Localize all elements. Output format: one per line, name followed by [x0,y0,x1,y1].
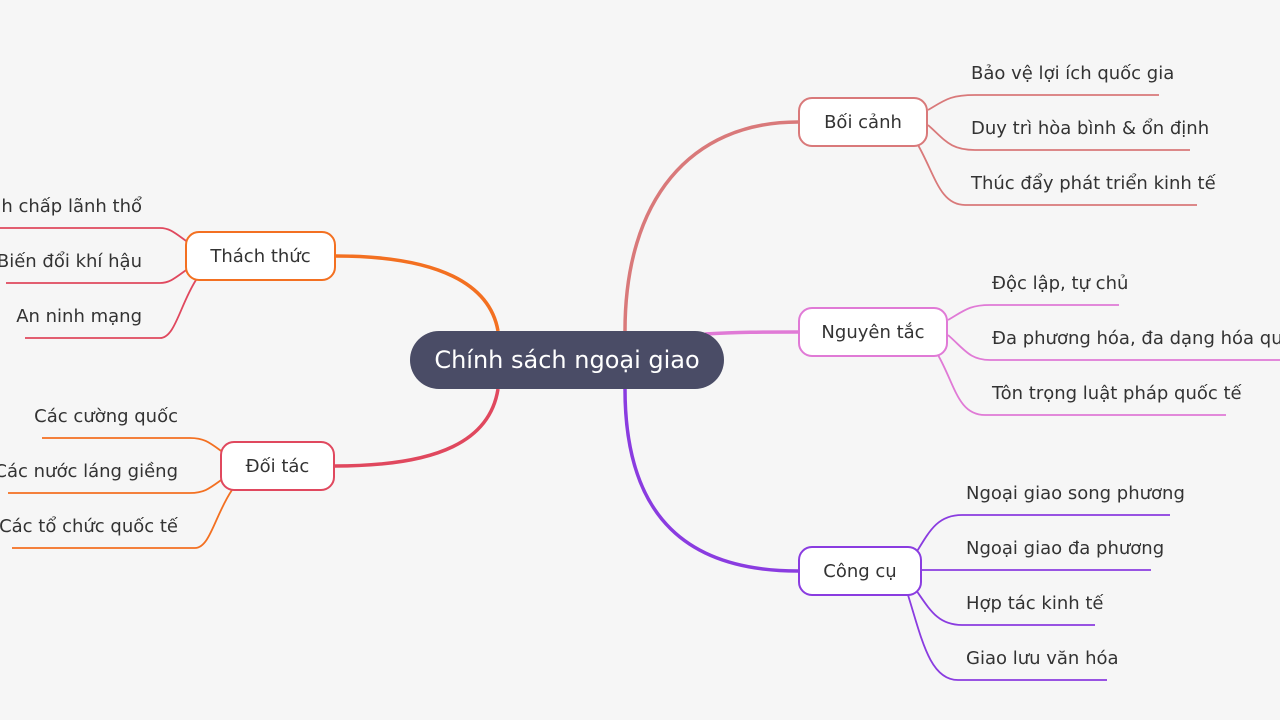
leaf-node-cac-to-chuc-quoc-te[interactable]: Các tổ chức quốc tế [0,516,178,537]
connector-root-thach-thuc [335,254,500,332]
leaf-node-cac-nuoc-lang-gieng[interactable]: Các nước láng giềng [0,461,178,482]
leaf-node-duy-tri-hoa-binh[interactable]: Duy trì hòa bình & ổn định [971,118,1210,139]
branch-node-nguyen-tac[interactable]: Nguyên tắc [798,307,948,357]
connector-thach-thuc-leaf-1 [0,227,190,244]
connector-cong-cu-leaf-3 [915,589,1095,626]
leaf-node-hop-tac-kinh-te[interactable]: Hợp tác kinh tế [966,593,1104,614]
branch-node-doi-tac[interactable]: Đối tác [220,441,335,491]
leaf-node-ton-trong-luat-phap[interactable]: Tôn trọng luật pháp quốc tế [992,383,1242,404]
connector-nguyen-tac-leaf-3 [937,354,1226,416]
leaf-node-ngoai-giao-da-phuong[interactable]: Ngoại giao đa phương [966,538,1165,559]
connector-boi-canh-leaf-1 [927,94,1159,111]
connector-thach-thuc-leaf-3 [25,279,197,339]
connector-doi-tac-leaf-2 [8,477,225,494]
connector-thach-thuc-leaf-2 [6,267,190,284]
leaf-node-da-phuong-hoa[interactable]: Đa phương hóa, đa dạng hóa quan [992,328,1280,349]
connector-boi-canh-leaf-3 [917,144,1197,206]
connector-root-cong-cu [623,388,799,573]
connector-nguyen-tac-leaf-1 [947,304,1119,321]
leaf-node-doc-lap-tu-chu[interactable]: Độc lập, tự chủ [992,273,1129,294]
connector-cong-cu-leaf-4 [907,594,1107,681]
leaf-node-tranh-chap-lanh-tho[interactable]: nh chấp lãnh thổ [0,196,142,217]
root-node[interactable]: Chính sách ngoại giao [410,331,724,389]
branch-node-boi-canh[interactable]: Bối cảnh [798,97,928,147]
leaf-node-giao-luu-van-hoa[interactable]: Giao lưu văn hóa [966,648,1119,669]
connector-boi-canh-leaf-2 [927,124,1190,151]
connector-root-nguyen-tac [704,330,799,336]
branch-node-cong-cu[interactable]: Công cụ [798,546,922,596]
connector-doi-tac-leaf-3 [12,489,233,549]
leaf-node-bao-ve-loi-ich[interactable]: Bảo vệ lợi ích quốc gia [971,63,1175,84]
connector-nguyen-tac-leaf-2 [947,334,1280,361]
connector-doi-tac-leaf-1 [42,437,225,454]
leaf-node-cac-cuong-quoc[interactable]: Các cường quốc [34,406,178,427]
connector-cong-cu-leaf-1 [915,514,1170,554]
leaf-node-ngoai-giao-song-phuong[interactable]: Ngoại giao song phương [966,483,1185,504]
leaf-node-bien-doi-khi-hau[interactable]: Biến đổi khí hậu [0,251,142,272]
branch-node-thach-thuc[interactable]: Thách thức [185,231,336,281]
leaf-node-thuc-day-phat-trien[interactable]: Thúc đẩy phát triển kinh tế [971,173,1216,194]
connector-root-doi-tac [334,388,500,468]
leaf-node-an-ninh-mang[interactable]: An ninh mạng [16,306,142,327]
connector-root-boi-canh [623,120,799,332]
